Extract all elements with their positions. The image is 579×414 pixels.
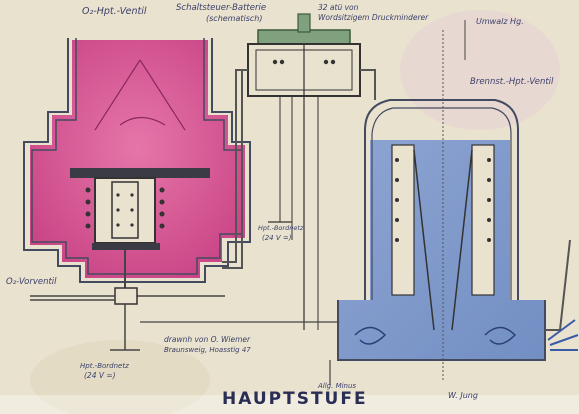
torn-edge (0, 395, 579, 414)
label-switch-control-2: (schematisch) (206, 14, 263, 23)
label-aux-supply-1: Hpt.-Bordnetz (258, 224, 304, 232)
nozzle-wall (413, 149, 435, 331)
label-aux-supply-2: (24 V =) (262, 234, 292, 242)
label-main-supply-2: (24 V =) (84, 371, 116, 380)
pipe-to-o2 (222, 70, 243, 269)
flow-arrow (94, 59, 141, 131)
label-drawn-2: Braunsweig, Hoasstig 47 (164, 346, 251, 354)
o2-chamber-fill (30, 40, 245, 278)
label-pressure-1: 32 atü von (318, 3, 359, 12)
left-inner-tube (391, 144, 415, 296)
label-ground: Allg. Minus (317, 382, 356, 390)
label-drawn-1: drawnh von O. Wiemer (164, 335, 251, 344)
label-pressure-2: Wordsitzigem Druckminderer (318, 13, 429, 22)
paper-stain (30, 340, 210, 414)
o2-pre-valve-body (114, 287, 138, 305)
label-main-supply-1: Hpt.-Bordnetz (80, 362, 129, 370)
o2-valve-assembly (23, 38, 251, 351)
flow-arrow (119, 116, 166, 126)
pipe-to-fuel (360, 69, 376, 100)
label-fuel-main-valve: Brennst.-Hpt.-Ventil (470, 77, 554, 87)
label-o2-pre-valve: O₂-Vorventil (6, 277, 57, 287)
label-switch-control-1: Schaltsteuer-Batterie (176, 3, 266, 13)
label-signature: W. Jung (448, 391, 478, 400)
solenoid-body (94, 177, 156, 244)
nozzle-wall (451, 149, 473, 331)
paper-stain (400, 10, 560, 130)
outlet-spray (547, 319, 576, 341)
o2-housing-inner (31, 38, 243, 275)
flow-swirl (354, 326, 387, 345)
flow-swirl (484, 326, 517, 345)
valve-seat-plate (70, 168, 210, 178)
label-o2-main-valve: O₂-Hpt.-Ventil (82, 6, 147, 17)
diagram-title: HAUPTSTUFE (222, 389, 368, 409)
battery-coils (272, 59, 336, 65)
battery-terminal (297, 13, 311, 33)
solenoid-base (92, 243, 160, 250)
flow-arrow (139, 59, 186, 131)
right-inner-tube (471, 144, 495, 296)
fuel-valve-assembly (329, 20, 579, 385)
switch-control-battery (140, 13, 376, 330)
outlet-spray (549, 334, 579, 346)
solenoid-coil (85, 187, 165, 229)
label-circulation: Umwalz Hg. (476, 17, 524, 26)
solenoid-core (111, 181, 139, 239)
fuel-coil-dots (395, 158, 491, 242)
